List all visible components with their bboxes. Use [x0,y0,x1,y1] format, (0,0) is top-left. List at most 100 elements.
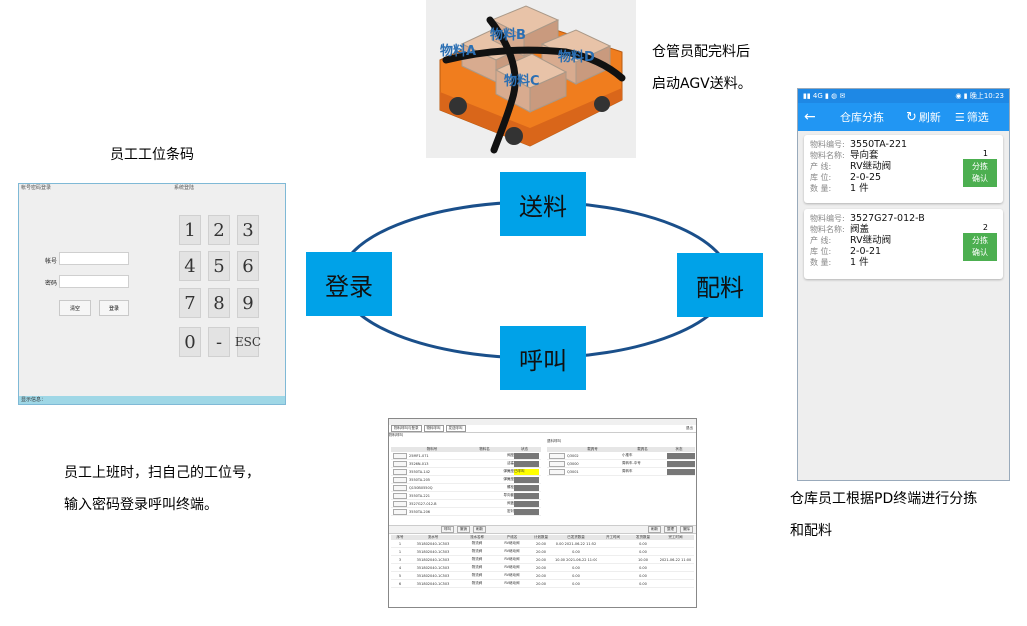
key-0[interactable]: 0 [179,327,201,357]
row-select-button[interactable] [549,468,565,475]
key-minus[interactable]: - [208,327,230,357]
undo-button[interactable]: 撤销 [457,526,470,533]
row-select-button[interactable] [393,500,407,507]
material-row[interactable]: Q150B0550Q 螺栓 [391,484,541,492]
row-select-button[interactable] [393,484,407,491]
table-cell: 0.00 [572,573,580,578]
code-value: 3527G27-012-B [850,213,925,224]
table-cell: 0.00 2021-06-22 11:52 [555,541,597,546]
material-name: 阀盖 [507,501,514,505]
key-esc[interactable]: ESC [235,327,261,357]
login-caption-line2: 输入密码登录呼叫终端。 [64,497,218,513]
organize-button[interactable]: 整理 [664,526,677,533]
code-value: 3550TA-221 [850,139,908,150]
material-name: 螺栓 [507,485,514,489]
table-cell: 351802040-1C503 [416,557,450,562]
key-3[interactable]: 3 [237,215,259,245]
password-label: 密码 [45,280,58,287]
line-label: 产 线: [810,162,832,171]
key-8[interactable]: 8 [208,288,230,318]
call-button[interactable]: 呼叫 [441,526,454,533]
key-2[interactable]: 2 [208,215,230,245]
table-cell: 1 [398,549,402,554]
qty-label: 数 量: [810,184,832,193]
carrier-status [667,468,695,475]
material-code: 3550TA-206 [409,509,431,514]
clear-button[interactable]: 清空 [59,300,91,316]
row-select-button[interactable] [393,476,407,483]
filter-button[interactable]: ☰ 筛选 [955,109,989,125]
back-arrow-icon[interactable]: ← [804,109,816,125]
remove-button[interactable]: 撤除 [680,526,693,533]
confirm-pick-button[interactable]: 分拣 确认 [963,159,997,187]
key-9[interactable]: 9 [237,288,259,318]
login-button[interactable]: 登录 [99,300,129,316]
account-input[interactable] [59,252,129,265]
row-select-button[interactable] [549,460,565,467]
material-name: 弹簧座 [503,469,515,473]
qty-value: 1 件 [850,183,869,194]
key-1[interactable]: 1 [179,215,201,245]
refresh-button[interactable]: ↻ 刷新 [906,109,941,125]
table-cell: 20.00 [535,581,547,586]
table-cell: 4 [398,565,402,570]
table-cell: 351802040-1C503 [416,581,450,586]
row-select-button[interactable] [393,492,407,499]
material-code: Q150B0550Q [409,485,433,490]
right-refresh-button[interactable]: 刷新 [648,526,661,533]
col-carrier-name: 载具名 [637,447,648,451]
carrier-code: Q3002 [567,453,579,458]
pda-title: 仓库分拣 [840,111,884,124]
table-cell: 351802040-1C503 [416,573,450,578]
row-select-button[interactable] [549,452,565,459]
row-select-button[interactable] [393,508,407,515]
row-select-button[interactable] [393,468,407,475]
password-input[interactable] [59,275,129,288]
row-select-button[interactable] [393,460,407,467]
terminal-mid-toolbar: 呼叫 撤销 刷新 刷新 整理 撤除 [389,525,696,534]
item-index: 2 [982,223,988,232]
terminal-close-button[interactable]: 退出 [686,426,693,430]
account-label: 帐号 [45,258,58,265]
name-value: 导向套 [850,150,879,161]
code-label: 物料编号: [810,140,845,149]
table-cell: RV继动阀 [504,573,520,577]
cycle-step-login: 登录 [306,252,392,316]
confirm-pick-button[interactable]: 分拣 确认 [963,233,997,261]
table-cell: RV继动阀 [504,557,520,561]
table-cell: 20.00 [535,573,547,578]
key-6[interactable]: 6 [237,251,259,281]
row-select-button[interactable] [393,452,407,459]
key-7[interactable]: 7 [179,288,201,318]
pick-card: 物料编号:3527G27-012-B 物料名称:阀盖 产 线:RV继动阀 库 位… [804,209,1003,279]
mid-refresh-button[interactable]: 刷新 [473,526,486,533]
material-row[interactable]: 3527G27-012-B 阀盖 [391,500,541,508]
pda-status-left: ▮▮ 4G ▮ ◍ ✉ [803,92,846,100]
tab-login-call[interactable]: 物料呼叫与登录 [391,425,422,432]
key-5[interactable]: 5 [208,251,230,281]
tab-send-call[interactable]: 发送呼叫 [445,425,466,432]
table-cell: 20.00 [535,557,547,562]
table-cell: 0.00 [639,549,647,554]
carrier-code: Q3001 [567,469,579,474]
material-code: 3527G27-012-B [409,501,437,506]
key-4[interactable]: 4 [179,251,201,281]
table-cell: 0.00 [572,549,580,554]
tab-call[interactable]: 物料呼叫 [423,425,444,432]
